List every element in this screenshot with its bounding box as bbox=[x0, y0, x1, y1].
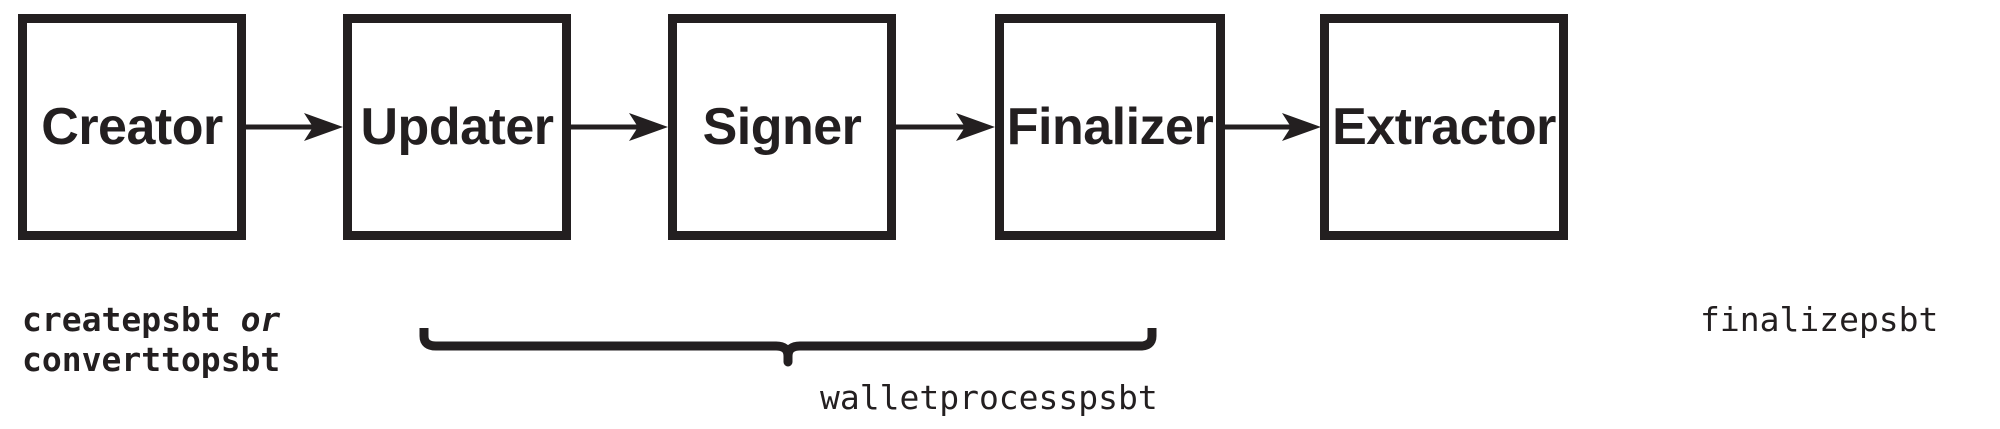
caption-brace-command: walletprocesspsbt bbox=[820, 378, 1158, 417]
arrow-right-icon-creator-to-updater bbox=[246, 107, 343, 147]
caption-creator-conjunction: or bbox=[240, 300, 281, 339]
stage-box-finalizer[interactable]: Finalizer bbox=[995, 14, 1225, 240]
stage-label-signer: Signer bbox=[702, 98, 862, 156]
stage-box-creator[interactable]: Creator bbox=[18, 14, 246, 240]
caption-creator-command-converttopsbt: converttopsbt bbox=[22, 340, 281, 379]
stage-label-updater: Updater bbox=[360, 98, 554, 156]
caption-extractor: finalizepsbt bbox=[1700, 300, 1938, 340]
arrow-right-icon-finalizer-to-extractor bbox=[1225, 107, 1321, 147]
stage-box-updater[interactable]: Updater bbox=[343, 14, 571, 240]
group-brace-walletprocesspsbt bbox=[418, 326, 1158, 367]
stage-box-extractor[interactable]: Extractor bbox=[1320, 14, 1568, 240]
caption-creator-line2: converttopsbt bbox=[22, 340, 280, 380]
stage-label-finalizer: Finalizer bbox=[1006, 98, 1214, 156]
caption-creator-command-createpsbt: createpsbt bbox=[22, 300, 221, 339]
stage-box-signer[interactable]: Signer bbox=[668, 14, 896, 240]
caption-extractor-command: finalizepsbt bbox=[1700, 300, 1939, 339]
caption-creator-line1: createpsbt or bbox=[22, 300, 280, 340]
arrow-right-icon-signer-to-finalizer bbox=[896, 107, 995, 147]
arrow-right-icon-updater-to-signer bbox=[571, 107, 668, 147]
stage-label-creator: Creator bbox=[41, 98, 223, 156]
stage-label-extractor: Extractor bbox=[1332, 98, 1556, 156]
caption-walletprocesspsbt: walletprocesspsbt bbox=[820, 378, 1158, 418]
